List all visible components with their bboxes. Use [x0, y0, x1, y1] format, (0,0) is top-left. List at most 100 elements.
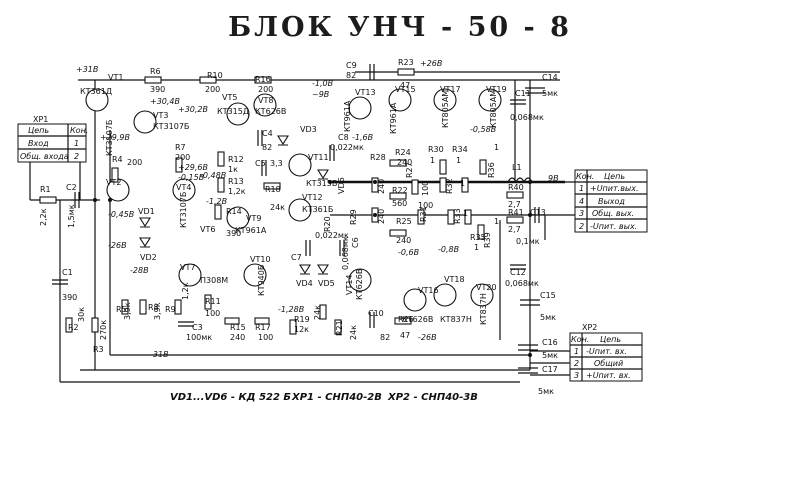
xp1-name: XP1	[33, 115, 48, 124]
label-r39: R39	[483, 232, 492, 248]
label-vt16: VT16	[418, 286, 439, 295]
label-r30: R30	[428, 145, 444, 154]
capacitor-c4-symbol	[257, 130, 263, 146]
label-r31: R31	[419, 206, 428, 222]
xp2-row1-circuit: -Uпит. вх.	[586, 347, 627, 356]
label-r15-value: 240	[230, 333, 245, 342]
voltage-minus26-left: -26В	[108, 241, 127, 250]
label-vd5: VD5	[318, 279, 335, 288]
transistor-vt11-symbol	[288, 153, 312, 177]
label-vd3: VD3	[300, 125, 317, 134]
diode-vd1-symbol	[139, 217, 151, 228]
label-r10: R10	[207, 71, 223, 80]
label-vt2: VT2	[106, 178, 121, 187]
label-r16-value: 200	[258, 85, 273, 94]
label-c4: C4	[262, 129, 273, 138]
label-c11: C11	[515, 89, 531, 98]
label-c9-value: 82	[346, 71, 356, 80]
label-vd6: VD6	[337, 177, 346, 194]
capacitor-c2-symbol	[74, 192, 80, 208]
resistor-shapes	[39, 68, 524, 335]
resistor-r2-symbol	[65, 317, 73, 333]
label-r35-value: 1	[474, 243, 479, 252]
label-vd4: VD4	[296, 279, 313, 288]
label-r6-value: 390	[150, 85, 165, 94]
label-r7: R7	[175, 143, 186, 152]
transistor-vt12-symbol	[288, 198, 312, 222]
footer-notes: VD1...VD6 - КД 522 Б XP1 - СНП40-2В XP2 …	[170, 392, 478, 403]
label-vt7-type: П308М	[200, 276, 228, 285]
footer-xp2-type: XP2 - СНП40-3В	[387, 392, 478, 403]
label-vt18-type: КТ837Н	[440, 315, 472, 324]
label-r15: R15	[230, 323, 246, 332]
label-c5: C5	[255, 159, 266, 168]
resistor-r35-symbol	[464, 209, 472, 225]
label-r12: R12	[228, 155, 244, 164]
label-c1: C1	[62, 268, 73, 277]
diode-vd3-symbol	[277, 135, 289, 146]
transistor-vt16-symbol	[403, 288, 427, 312]
label-r21: R21	[335, 320, 344, 336]
label-c16-value: 5мк	[542, 351, 558, 360]
label-vt17-type: КТ805АМ	[441, 90, 450, 128]
label-c5-value: 3,3	[270, 159, 283, 168]
label-r9: R9	[165, 305, 176, 314]
xp1-header-circuit: Цепь	[28, 126, 49, 135]
footer-diode-type: VD1...VD6 - КД 522 Б	[170, 392, 291, 403]
xp2-row3-circuit: +Uпит. вх.	[586, 371, 631, 380]
label-r23: R23	[398, 58, 414, 67]
resistor-r31-symbol	[417, 209, 425, 225]
label-r14: R14	[226, 207, 242, 216]
label-r32: R32	[445, 178, 454, 194]
capacitor-c6-symbol	[339, 240, 345, 256]
voltage-minus1-6: -1,6В	[352, 133, 373, 142]
label-r40: R40	[508, 183, 524, 192]
label-r27: R27	[405, 162, 414, 178]
resistor-r21-symbol	[334, 319, 342, 335]
label-c1-value: 390	[62, 293, 77, 302]
label-r28: R28	[370, 153, 386, 162]
label-vt15: VT15	[395, 85, 416, 94]
capacitor-shapes	[52, 64, 545, 374]
label-r26: R26	[398, 315, 414, 324]
resistor-r10-symbol	[199, 76, 217, 84]
label-c11-value: 0,068мк	[510, 113, 544, 122]
label-c14-value: 5мк	[542, 89, 558, 98]
resistor-r19-symbol	[289, 319, 297, 335]
voltage-plus29-6: +29,6В	[178, 163, 208, 172]
label-vt11-type: КТ315Б	[306, 179, 337, 188]
label-vt4: VT4	[176, 183, 191, 192]
label-r6: R6	[150, 67, 161, 76]
output-row3-pin: 3	[579, 209, 584, 218]
label-vt16-type: КТ626В	[402, 315, 433, 324]
label-r41-value: 2,7	[508, 225, 521, 234]
label-vt3: VT3	[153, 111, 168, 120]
label-vt20-type: КТ837Н	[479, 293, 488, 325]
diode-labels: VD1 VD2 VD3 VD4 VD5 VD6 L1	[138, 125, 522, 288]
transistor-vt19-symbol	[478, 88, 502, 112]
label-vd1: VD1	[138, 207, 155, 216]
capacitor-c14-symbol	[525, 87, 545, 94]
label-c3-value: 100мк	[186, 333, 212, 342]
xp2-name: XP2	[582, 323, 597, 332]
xp2-row1-pin: 1	[574, 347, 579, 356]
resistor-r14-symbol	[214, 204, 222, 220]
label-vt17: VT17	[440, 85, 461, 94]
label-r17: R17	[255, 323, 271, 332]
capacitor-c15-symbol	[520, 299, 540, 306]
label-vt11: VT11	[308, 153, 329, 162]
label-c2: C2	[66, 183, 77, 192]
capacitor-c9-symbol	[369, 64, 375, 80]
label-r33-value: 1	[463, 209, 468, 218]
diode-shapes	[139, 135, 329, 275]
voltage-plus30-4: +30,4В	[150, 97, 180, 106]
voltage-minus26: -26В	[418, 333, 437, 342]
label-c9: C9	[346, 61, 357, 70]
diode-vd4-symbol	[299, 264, 311, 275]
label-vt4-type: КТ3107Б	[179, 192, 188, 228]
voltage-labels: +31В -31В +26В -26В +30,4В +30,2В +29,9В…	[76, 59, 559, 359]
output-row2-circuit: Выход	[598, 197, 625, 206]
resistor-r11-symbol	[204, 294, 212, 310]
resistor-r13-symbol	[217, 177, 225, 193]
label-c17-value: 5мк	[538, 387, 554, 396]
